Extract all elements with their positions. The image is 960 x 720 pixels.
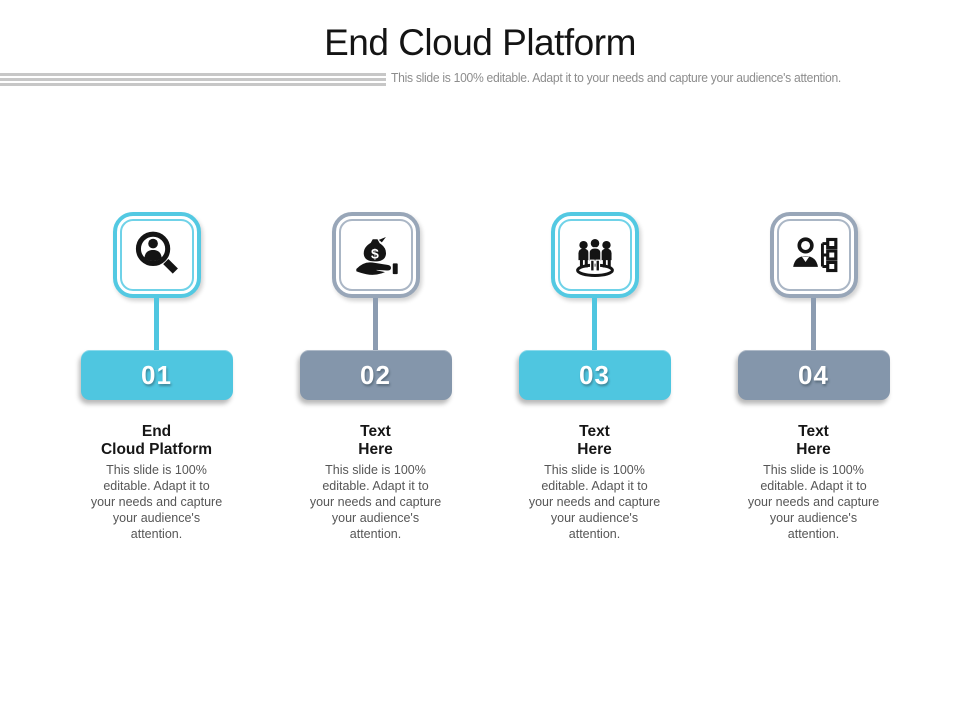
step-description: This slide is 100% editable. Adapt it to…	[309, 463, 442, 541]
step-icon-box	[769, 212, 858, 298]
step-number-badge: 03	[518, 350, 671, 400]
org-structure-icon	[792, 237, 837, 273]
step-heading: Text Here	[358, 423, 392, 458]
step-number: 04	[798, 359, 829, 390]
slide-title: End Cloud Platform	[324, 22, 636, 63]
step-heading: Text Here	[577, 423, 611, 458]
hand-money-icon: $	[355, 237, 398, 275]
step-number-badge: 02	[299, 350, 452, 400]
step-icon-frame	[557, 219, 632, 291]
step-column-04: 04 Text Here This slide is 100% editable…	[704, 212, 923, 542]
connector-line	[373, 298, 378, 350]
step-icon-box: $	[331, 212, 420, 298]
step-heading: Text Here	[796, 423, 830, 458]
slide-subtitle: This slide is 100% editable. Adapt it to…	[391, 71, 841, 85]
step-icon-frame	[119, 219, 194, 291]
step-icon-box	[550, 212, 639, 298]
step-column-03: 03 Text Here This slide is 100% editable…	[485, 212, 704, 542]
steps-row: 01 End Cloud Platform This slide is 100%…	[0, 212, 960, 542]
step-description: This slide is 100% editable. Adapt it to…	[528, 463, 661, 541]
step-number-badge: 01	[80, 350, 233, 400]
step-heading-line1: Text	[798, 423, 829, 440]
team-icon	[575, 237, 614, 277]
step-heading-line1: Text	[360, 423, 391, 440]
step-number: 01	[141, 359, 172, 390]
step-heading-line2: Here	[358, 440, 393, 458]
step-description: This slide is 100% editable. Adapt it to…	[747, 463, 880, 541]
connector-line	[154, 298, 159, 350]
step-heading: End Cloud Platform	[101, 423, 212, 458]
step-icon-frame: $	[338, 219, 413, 291]
connector-line	[811, 298, 816, 350]
subtitle-row: This slide is 100% editable. Adapt it to…	[0, 69, 960, 87]
step-number-badge: 04	[737, 350, 890, 400]
step-heading-line1: Text	[579, 423, 610, 440]
decorative-stripes	[0, 73, 386, 86]
step-heading-line2: Cloud Platform	[100, 440, 213, 458]
step-heading-line2: Here	[577, 440, 612, 458]
step-number: 03	[579, 359, 610, 390]
step-column-01: 01 End Cloud Platform This slide is 100%…	[47, 212, 266, 542]
step-heading-line1: End	[141, 423, 172, 440]
step-icon-frame	[776, 219, 851, 291]
step-icon-box	[112, 212, 201, 298]
search-person-icon	[135, 231, 178, 274]
step-heading-line2: Here	[796, 440, 831, 458]
connector-line	[592, 298, 597, 350]
step-number: 02	[360, 359, 391, 390]
step-description: This slide is 100% editable. Adapt it to…	[90, 463, 223, 541]
svg-text:$: $	[370, 245, 378, 261]
step-column-02: $ 02 Text Here This slide is 100% editab…	[266, 212, 485, 542]
